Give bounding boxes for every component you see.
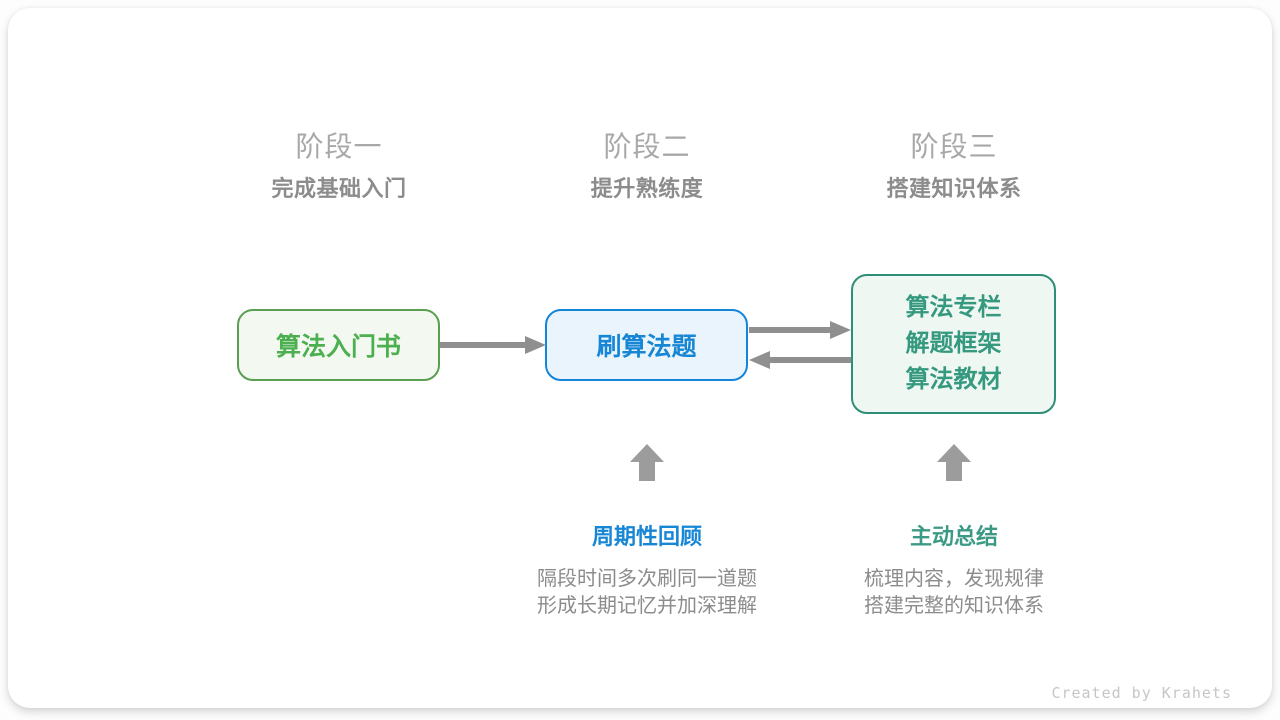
callout-summarize-description: 梳理内容，发现规律 搭建完整的知识体系	[864, 566, 1044, 620]
up-arrow-icon	[630, 444, 664, 481]
stage-3-title: 阶段三	[910, 131, 998, 162]
stage-header-1: 阶段一 完成基础入门	[271, 130, 406, 202]
stage-1-subtitle: 完成基础入门	[271, 176, 407, 201]
node-intro-book-label: 算法入门书	[275, 333, 401, 361]
up-arrow-icon	[937, 444, 971, 481]
stage-3-subtitle: 搭建知识体系	[886, 176, 1022, 201]
node-knowledge-line-1: 算法专栏	[905, 294, 1002, 321]
callout-summarize-title: 主动总结	[909, 524, 999, 549]
diagram-card: 阶段一 完成基础入门 阶段二 提升熟练度 阶段三 搭建知识体系 算法入门书 刷算…	[8, 8, 1272, 708]
right-arrow-icon	[440, 336, 546, 354]
callout-summarize-line-2: 搭建完整的知识体系	[864, 595, 1044, 617]
callout-summarize-line-1: 梳理内容，发现规律	[864, 568, 1044, 590]
node-practice: 刷算法题	[545, 309, 748, 381]
right-arrow-icon	[749, 321, 851, 339]
node-intro-book: 算法入门书	[237, 309, 440, 381]
stage-header-3: 阶段三 搭建知识体系	[886, 130, 1021, 202]
credit-text: Created by Krahets	[1051, 684, 1232, 702]
callout-review-description: 隔段时间多次刷同一道题 形成长期记忆并加深理解	[537, 566, 757, 620]
callout-review-line-2: 形成长期记忆并加深理解	[537, 595, 757, 617]
callout-review-line-1: 隔段时间多次刷同一道题	[537, 568, 757, 590]
node-knowledge-line-3: 算法教材	[905, 366, 1002, 393]
left-arrow-icon	[749, 351, 851, 369]
stage-2-title: 阶段二	[603, 131, 691, 162]
node-knowledge-system: 算法专栏 解题框架 算法教材	[851, 274, 1056, 414]
stage-header-2: 阶段二 提升熟练度	[591, 130, 704, 202]
node-practice-label: 刷算法题	[596, 333, 697, 361]
node-knowledge-line-2: 解题框架	[905, 330, 1002, 357]
callout-review-title: 周期性回顾	[591, 524, 703, 549]
stage-2-subtitle: 提升熟练度	[590, 176, 704, 201]
stage-1-title: 阶段一	[295, 131, 383, 162]
